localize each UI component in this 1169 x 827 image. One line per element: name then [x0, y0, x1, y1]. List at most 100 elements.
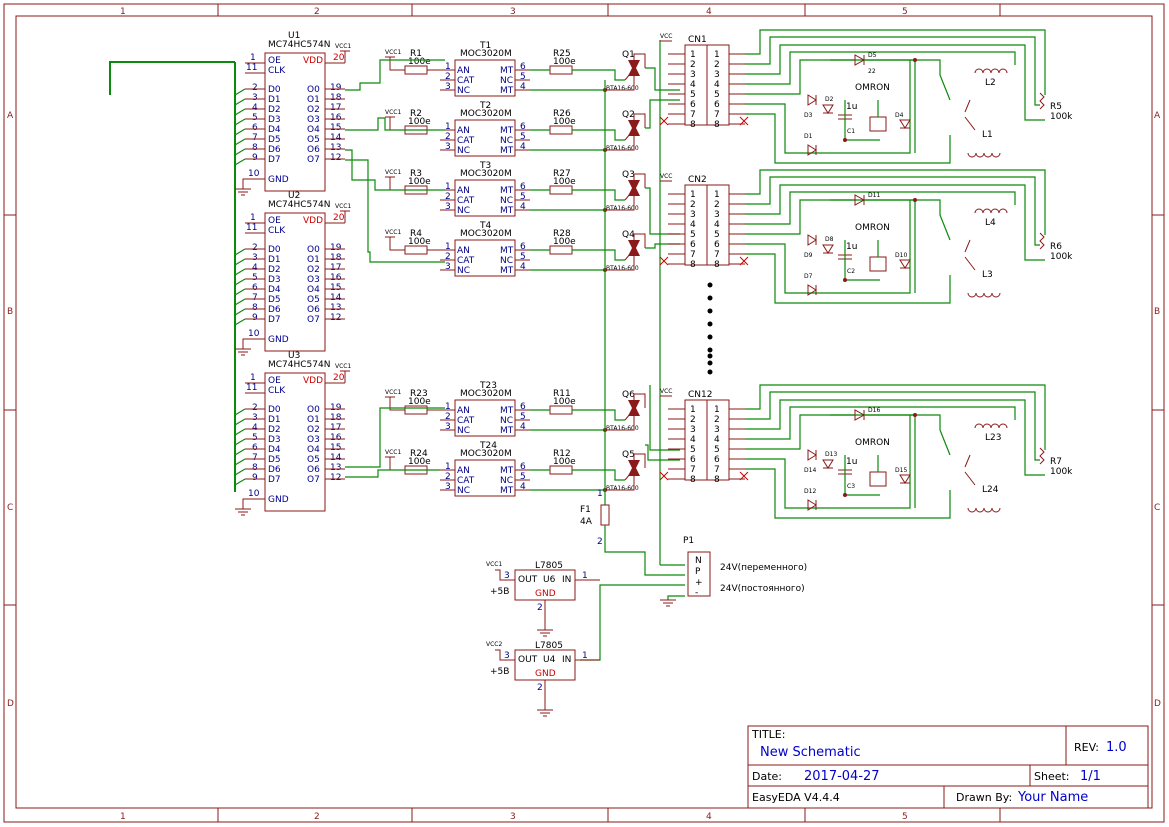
opto-right-num: 5: [520, 192, 526, 202]
opto-left-pin: NC: [457, 426, 470, 436]
p1-pin-n: N: [695, 556, 702, 566]
latch-part: MC74HC574N: [268, 40, 330, 50]
opto-rin-val: 100e: [408, 237, 431, 247]
latch-o-num: 17: [330, 423, 341, 433]
reg-gnd: GND: [535, 589, 556, 599]
zone-col-2-bottom: 2: [314, 812, 320, 822]
diode-bridge-3: D15: [895, 467, 907, 474]
latch-o-num: 19: [330, 83, 342, 93]
zone-row-c-left: C: [7, 503, 13, 513]
connector-pin-left: 1: [690, 405, 696, 415]
p1-pin-minus: -: [695, 588, 698, 598]
diode-bridge-1: D9: [804, 252, 813, 259]
opto-left-pin: CAT: [457, 76, 475, 86]
latch-o-label: O4: [307, 285, 320, 295]
reg-vcc: VCC2: [486, 641, 502, 648]
opto-right-num: 4: [520, 262, 526, 272]
latch-o-num: 12: [330, 313, 341, 323]
opto-left-pin: NC: [457, 86, 470, 96]
latch-d-num: 6: [252, 443, 258, 453]
diode-bridge-2: D8: [825, 236, 834, 243]
connector-pin-right: 2: [714, 200, 720, 210]
connector-pin-left: 1: [690, 50, 696, 60]
latch-o-label: O5: [307, 295, 320, 305]
opto-left-pin: AN: [457, 406, 470, 416]
coil-bottom-ref: L3: [982, 270, 993, 280]
opto-rout-val: 100e: [553, 237, 576, 247]
connector-pin-right: 7: [714, 465, 720, 475]
connector-pin-right: 5: [714, 445, 720, 455]
connector-pin-left: 4: [690, 220, 696, 230]
opto-rin-val: 100e: [408, 177, 431, 187]
fuse-f1[interactable]: F1 4A 1 2: [580, 489, 610, 547]
latch-o-num: 16: [330, 273, 342, 283]
diode-top-ref: D11: [868, 192, 880, 199]
opto-ref: T2: [479, 101, 491, 111]
latch-d-num: 3: [252, 413, 258, 423]
title-block: TITLE: New Schematic REV: 1.0 Date: 2017…: [747, 725, 1149, 809]
latch-o-label: O7: [307, 315, 320, 325]
triac-part: BTA16-600: [606, 205, 639, 212]
latch-d-num: 6: [252, 123, 258, 133]
connector-pin-right: 8: [714, 260, 720, 270]
triac-ref: Q1: [622, 50, 635, 60]
opto-rout-ref: R28: [553, 229, 571, 239]
zone-col-2-top: 2: [314, 7, 320, 17]
opto-left-pin: AN: [457, 66, 470, 76]
latch-o-label: O2: [307, 425, 320, 435]
connector-pin-left: 7: [690, 465, 696, 475]
connector-pin-right: 6: [714, 455, 720, 465]
latch-clk-label: CLK: [268, 226, 286, 236]
opto-rin-ref: R2: [410, 109, 422, 119]
latch-o-label: O1: [307, 255, 320, 265]
latch-d-num: 6: [252, 283, 258, 293]
opto-right-num: 6: [520, 62, 526, 72]
opto-left-num: 1: [445, 122, 451, 132]
p1-pin-p: P: [695, 567, 701, 577]
latch-o-num: 16: [330, 433, 342, 443]
zone-row-b-left: B: [7, 307, 13, 317]
latch-o-label: O7: [307, 475, 320, 485]
pot-value: 100k: [1050, 252, 1073, 262]
opto-rin-val: 100e: [408, 117, 431, 127]
opto-left-pin: AN: [457, 246, 470, 256]
opto-left-num: 2: [445, 192, 451, 202]
coil-top-ref: L23: [985, 433, 1001, 443]
connector-pin-right: 4: [714, 435, 720, 445]
drawn-by-value: Your Name: [1017, 790, 1088, 805]
latch-o-num: 18: [330, 93, 342, 103]
latch-oe-num: 1: [250, 373, 256, 383]
p1-ref: P1: [683, 536, 694, 546]
opto-left-num: 1: [445, 242, 451, 252]
sheet-label: Sheet:: [1034, 770, 1070, 783]
opto-rout-ref: R26: [553, 109, 571, 119]
opto-part: MOC3020M: [460, 449, 512, 459]
connector-pin-left: 6: [690, 240, 696, 250]
opto-part: MOC3020M: [460, 109, 512, 119]
opto-left-pin: AN: [457, 126, 470, 136]
triac-ref: Q6: [622, 390, 635, 400]
power-connector-p1[interactable]: P1 N P + - 24V(переменного) 24V(постоянн…: [580, 536, 807, 661]
latch-d-num: 7: [252, 453, 258, 463]
opto-left-pin: CAT: [457, 476, 475, 486]
latch-oe-num: 1: [250, 213, 256, 223]
zone-row-c-right: C: [1154, 503, 1160, 513]
opto-right-num: 5: [520, 472, 526, 482]
